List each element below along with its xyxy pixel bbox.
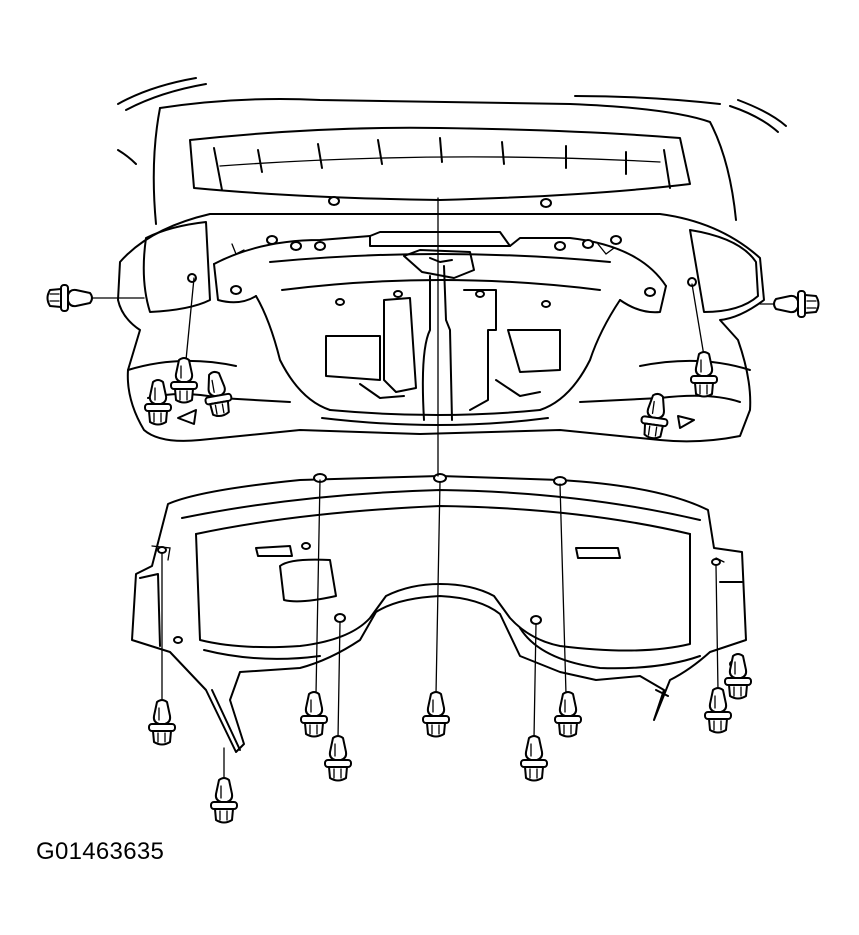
push-clip-icon: [170, 357, 198, 404]
push-clip-icon: [554, 691, 582, 738]
figure-id-label: G01463635: [36, 838, 165, 865]
push-clip-icon: [520, 735, 548, 782]
push-clip-icon: [422, 691, 450, 738]
push-clip-icon: [144, 379, 172, 426]
push-clip-icon: [148, 699, 176, 746]
push-clip-icon: [199, 368, 236, 420]
push-clip-icon: [324, 735, 352, 782]
push-clip-icon: [46, 284, 93, 312]
push-clip-icon: [773, 290, 820, 318]
push-clip-icon: [300, 691, 328, 738]
push-clip-icon: [690, 351, 718, 398]
push-clip-icon: [724, 653, 752, 700]
push-clip-icon: [210, 777, 238, 824]
push-clip-icon: [704, 687, 732, 734]
